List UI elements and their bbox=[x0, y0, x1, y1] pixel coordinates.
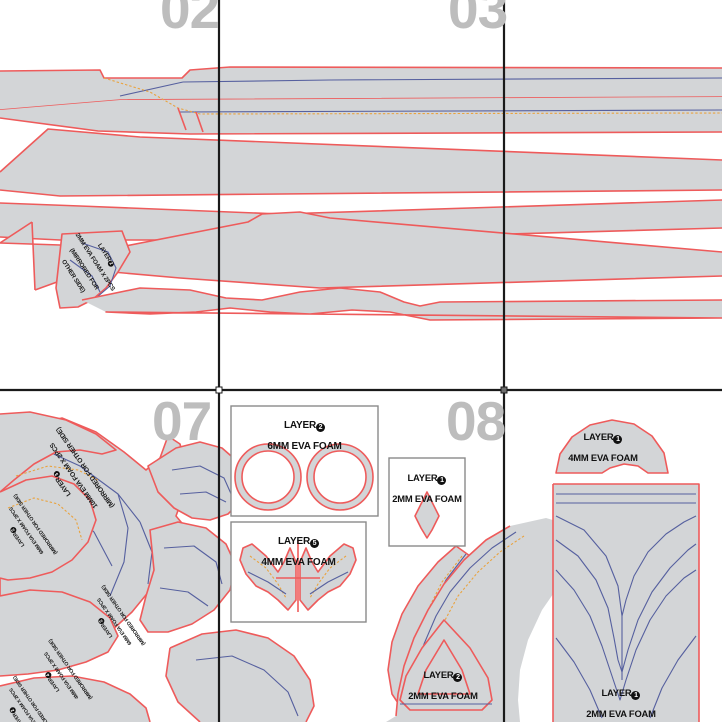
piece-panel-large bbox=[552, 483, 700, 722]
part-box-rings bbox=[230, 405, 379, 517]
material-spike: 2MM EVA FOAM bbox=[408, 690, 478, 702]
layer-badge-panel: 1 bbox=[631, 690, 641, 700]
piece-wing-tail-right bbox=[139, 521, 237, 633]
layer-badge-spike: 2 bbox=[453, 672, 463, 682]
layer-badge-crown: 5 bbox=[309, 539, 319, 549]
layer-badge-rings: 2 bbox=[315, 423, 325, 433]
layer-badge-fan: 1 bbox=[613, 434, 623, 444]
layer-word-wing-large: LAYER bbox=[54, 475, 73, 498]
piece-blade-mid-upper bbox=[0, 128, 722, 197]
tile-number-03: 03 bbox=[448, 0, 508, 40]
part-box-crown bbox=[230, 521, 367, 623]
tile-number-02: 02 bbox=[160, 0, 220, 40]
layer-word-crown: LAYER bbox=[278, 536, 310, 548]
piece-blade-tail bbox=[0, 211, 722, 291]
piece-wing-sweep-right bbox=[165, 629, 315, 722]
material-fan: 4MM EVA FOAM bbox=[568, 452, 638, 464]
part-box-diamond bbox=[388, 457, 466, 547]
material-crown: 4MM EVA FOAM bbox=[261, 557, 336, 569]
piece-wing-blade-upper bbox=[0, 411, 117, 493]
layer-badge-diamond: 1 bbox=[437, 475, 447, 485]
tile-number-08: 08 bbox=[446, 390, 506, 452]
layer-badge-blade-upper: 2 bbox=[106, 259, 115, 268]
piece-arrow-tip bbox=[399, 619, 493, 711]
material-panel: 2MM EVA FOAM bbox=[586, 708, 656, 720]
piece-wing-sliver-a bbox=[0, 475, 97, 581]
piece-wing-sliver-c bbox=[0, 675, 151, 722]
layer-word-diamond: LAYER bbox=[407, 471, 438, 483]
piece-curved-hook bbox=[55, 230, 131, 309]
layer-word-fan: LAYER bbox=[583, 430, 614, 442]
tile-number-07: 07 bbox=[152, 390, 212, 452]
layer-word-panel: LAYER bbox=[601, 686, 632, 698]
layer-word-rings: LAYER bbox=[284, 420, 316, 432]
layer-word-spike: LAYER bbox=[423, 668, 454, 680]
piece-fan-top bbox=[555, 419, 669, 474]
piece-blade-top-long-b bbox=[0, 77, 722, 135]
material-diamond: 2MM EVA FOAM bbox=[392, 493, 462, 505]
material-rings: 6MM EVA FOAM bbox=[267, 441, 342, 453]
piece-lower-sweep bbox=[81, 287, 722, 321]
